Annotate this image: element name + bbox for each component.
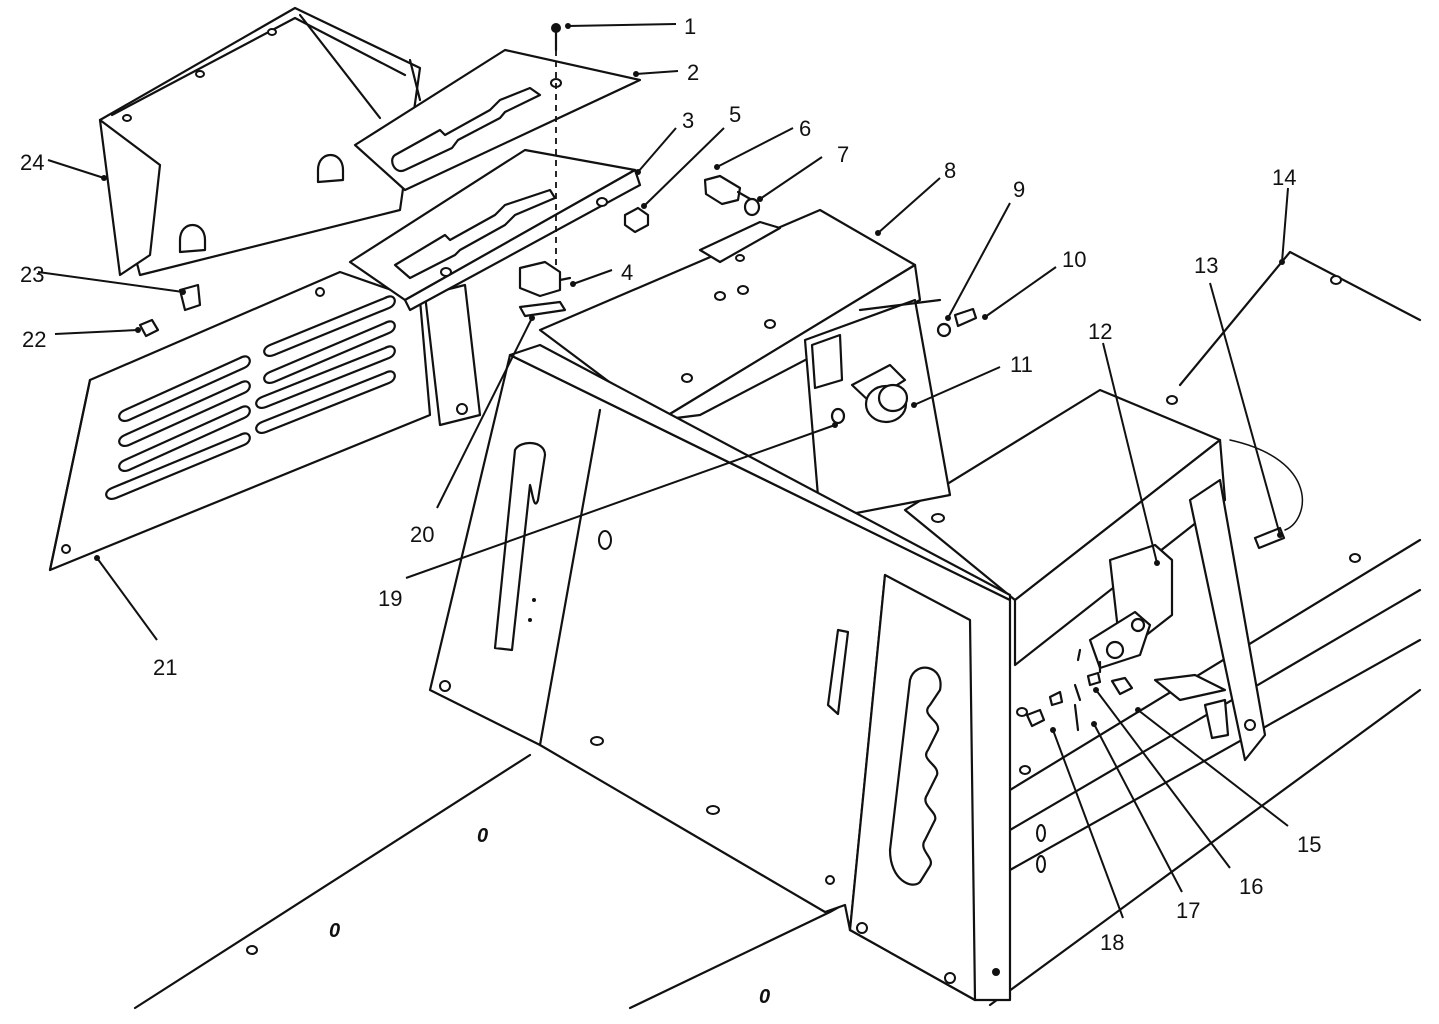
callout-labels: 1 2 3 4 5 6 7 8 9 10 11 12 13 14 15 16 1…: [20, 14, 1321, 955]
callout-12: 12: [1088, 319, 1112, 344]
callout-2: 2: [687, 60, 699, 85]
callout-3: 3: [682, 108, 694, 133]
solenoid: [1025, 543, 1174, 732]
deck-mark-3: 0: [759, 986, 770, 1008]
mower-deck: [133, 250, 1422, 1010]
callout-14: 14: [1272, 165, 1296, 190]
callout-9: 9: [1013, 177, 1025, 202]
callout-4: 4: [621, 260, 633, 285]
callout-11: 11: [1010, 352, 1033, 377]
left-shroud: [98, 6, 422, 277]
callout-8: 8: [944, 158, 956, 183]
deck-mark-1: 0: [477, 825, 488, 847]
leader-lines: [37, 23, 1289, 919]
callout-20: 20: [410, 522, 434, 547]
callout-18: 18: [1100, 930, 1124, 955]
knob: [850, 363, 909, 424]
callout-7: 7: [837, 142, 849, 167]
shift-plate: [353, 48, 642, 192]
control-bracket: [348, 148, 642, 312]
deck-mark-2: 0: [329, 920, 340, 942]
callout-1: 1: [684, 14, 696, 39]
front-panel: [428, 343, 1012, 1002]
callout-24: 24: [20, 150, 44, 175]
callout-15: 15: [1297, 832, 1321, 857]
callout-23: 23: [20, 262, 44, 287]
callout-6: 6: [799, 116, 811, 141]
right-housing: [903, 388, 1267, 762]
callout-13: 13: [1194, 253, 1218, 278]
callout-5: 5: [729, 102, 741, 127]
deck-marks: 0 0 0: [329, 825, 770, 1008]
callout-16: 16: [1239, 874, 1263, 899]
callout-21: 21: [153, 655, 177, 680]
hardware: [138, 23, 1286, 550]
callout-10: 10: [1062, 247, 1086, 272]
callout-19: 19: [378, 586, 402, 611]
louvered-panel: [48, 270, 482, 572]
callout-17: 17: [1176, 898, 1200, 923]
callout-22: 22: [22, 327, 46, 352]
